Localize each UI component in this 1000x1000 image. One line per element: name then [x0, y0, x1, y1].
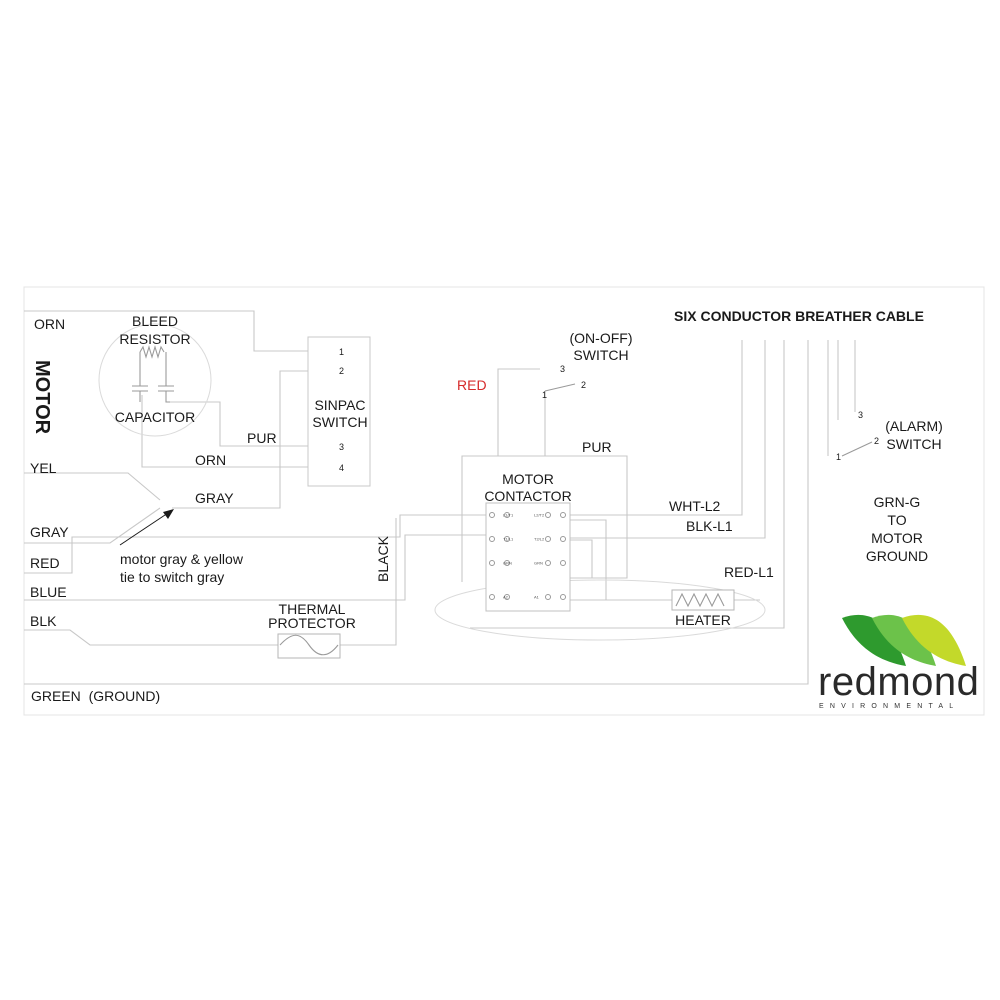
- on-off-switch-label-2: SWITCH: [573, 347, 628, 363]
- heater-symbol: [675, 592, 725, 608]
- ground-note-line-2: TO: [887, 512, 906, 528]
- capacitor-outline: [98, 323, 212, 437]
- heater-label: HEATER: [675, 612, 731, 628]
- sinpac-terminal-4: 4: [339, 463, 344, 473]
- note-line-1: motor gray & yellow: [120, 551, 244, 567]
- diagram-frame: [23, 286, 985, 716]
- contactor-terminal-label-left-2: T1/L1: [503, 537, 514, 542]
- contactor-terminal-label-right-4: A1: [534, 595, 540, 600]
- logo-subtitle: ENVIRONMENTAL: [819, 703, 959, 710]
- contactor-terminal-right-1: [545, 512, 551, 518]
- wire-wht-l2-label: WHT-L2: [669, 498, 721, 514]
- on-off-terminal-1: 1: [542, 390, 547, 400]
- sinpac-switch-label-1: SINPAC: [314, 397, 365, 413]
- on-off-terminal-3: 3: [560, 364, 565, 374]
- on-off-switch-contact: [544, 383, 576, 392]
- redmond-logo: redmond ENVIRONMENTAL: [818, 614, 979, 710]
- wire-green-ground-label: GREEN (GROUND): [31, 688, 160, 704]
- capacitor-symbol: [132, 345, 174, 403]
- sinpac-terminal-2: 2: [339, 366, 344, 376]
- sinpac-switch-label-2: SWITCH: [312, 414, 367, 430]
- wire-orn-mid-label: ORN: [195, 452, 226, 468]
- ground-note-line-3: MOTOR: [871, 530, 923, 546]
- bleed-resistor-label-1: BLEED: [132, 313, 178, 329]
- contactor-terminal-label-left-1: L1/T1: [503, 513, 514, 518]
- wire-red-label: RED: [30, 555, 60, 571]
- logo-name: redmond: [818, 660, 979, 704]
- wire-gray-mid-label: GRAY: [195, 490, 234, 506]
- contactor-terminal-right-4: [545, 594, 551, 600]
- wire-blue-label: BLUE: [30, 584, 67, 600]
- thermal-protector-symbol: [279, 634, 339, 656]
- wire-yel-label: YEL: [30, 460, 57, 476]
- wire-orn-label: ORN: [34, 316, 65, 332]
- on-off-terminal-2: 2: [581, 380, 586, 390]
- contactor-terminal-right-3: [545, 560, 551, 566]
- contactor-terminal-right-2-b: [560, 536, 566, 542]
- contactor-terminal-label-left-3: GRN: [503, 561, 512, 566]
- logo-leaf-dark: [842, 614, 906, 666]
- wire-black-label: BLACK: [375, 535, 391, 582]
- logo-leaf-mid: [872, 614, 936, 666]
- wire-pur-left-label: PUR: [247, 430, 277, 446]
- sinpac-terminal-3: 3: [339, 442, 344, 452]
- ground-note-line-4: GROUND: [866, 548, 928, 564]
- thermal-protector-label-1: THERMAL: [279, 601, 346, 617]
- diagram-title: SIX CONDUCTOR BREATHER CABLE: [674, 308, 924, 324]
- motor-label: MOTOR: [31, 360, 53, 435]
- contactor-terminal-label-right-3: GRN: [534, 561, 543, 566]
- contactor-terminal-label-right-2: T2/L2: [534, 537, 545, 542]
- contactor-terminal-right-2: [545, 536, 551, 542]
- note-arrow: [119, 509, 174, 546]
- contactor-terminal-left-3-b: [504, 560, 510, 566]
- alarm-switch-label-2: SWITCH: [886, 436, 941, 452]
- alarm-terminal-2: 2: [874, 436, 879, 446]
- wire-red-l1-label: RED-L1: [724, 564, 774, 580]
- bleed-resistor-label-2: RESISTOR: [119, 331, 190, 347]
- wires: [24, 310, 856, 685]
- sinpac-switch-box: [307, 336, 371, 487]
- alarm-switch-label-1: (ALARM): [885, 418, 943, 434]
- wire-pur-right-label: PUR: [582, 439, 612, 455]
- thermal-protector-label-2: PROTECTOR: [268, 615, 356, 631]
- logo-leaves: [842, 614, 966, 666]
- capacitor-label: CAPACITOR: [115, 409, 195, 425]
- contactor-terminal-left-2-b: [504, 536, 510, 542]
- alarm-terminal-3: 3: [858, 410, 863, 420]
- contactor-terminal-left-4: [489, 594, 495, 600]
- wire-blk-l1-label: BLK-L1: [686, 518, 733, 534]
- contactor-terminal-left-1: [489, 512, 495, 518]
- on-off-switch-label-1: (ON-OFF): [570, 330, 633, 346]
- contactor-terminal-label-right-1: L2/T2: [534, 513, 545, 518]
- wire-blk-label: BLK: [30, 613, 57, 629]
- contactor-terminal-right-3-b: [560, 560, 566, 566]
- contactor-terminal-left-1-b: [504, 512, 510, 518]
- ground-note-line-1: GRN-G: [874, 494, 921, 510]
- thermal-protector-box: [277, 633, 341, 659]
- wire-gray-label: GRAY: [30, 524, 69, 540]
- alarm-switch-contact: [841, 441, 873, 457]
- contactor-terminal-right-4-b: [560, 594, 566, 600]
- sinpac-terminal-1: 1: [339, 347, 344, 357]
- contactor-terminal-left-4-b: [504, 594, 510, 600]
- contactor-terminal-right-1-b: [560, 512, 566, 518]
- contactor-terminal-left-2: [489, 536, 495, 542]
- motor-contactor-box: [485, 502, 571, 612]
- alarm-terminal-1: 1: [836, 452, 841, 462]
- motor-contactor-label-2: CONTACTOR: [484, 488, 571, 504]
- contactor-terminal-label-left-4: A2: [503, 595, 509, 600]
- heater-loop: [434, 579, 766, 641]
- wire-red-switch-label: RED: [457, 377, 487, 393]
- logo-leaf-light: [902, 614, 966, 666]
- note-line-2: tie to switch gray: [120, 569, 224, 585]
- motor-contactor-label-1: MOTOR: [502, 471, 554, 487]
- contactor-terminal-left-3: [489, 560, 495, 566]
